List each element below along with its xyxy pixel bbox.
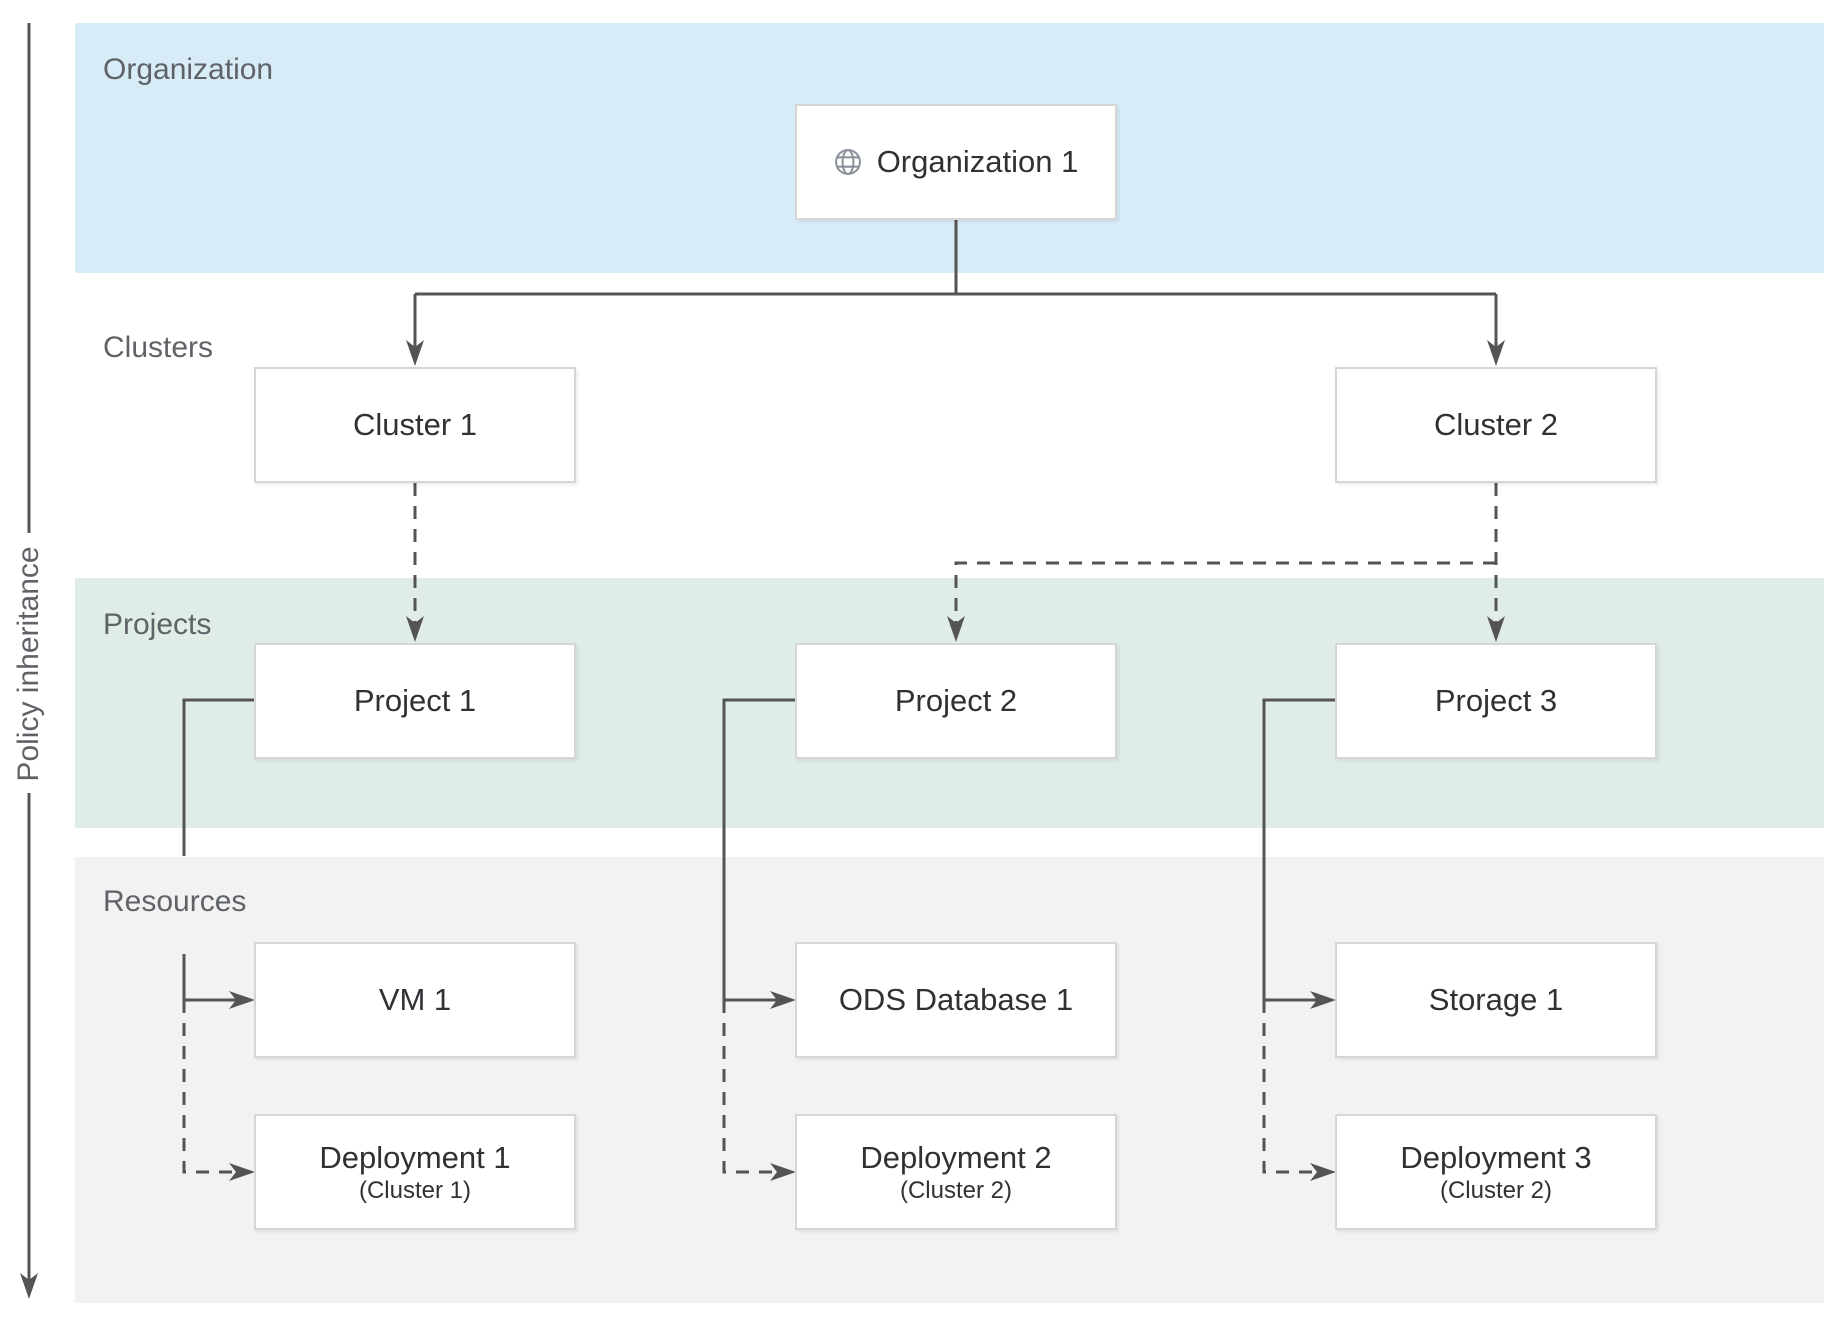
edge-project1-deployment1 (182, 1000, 255, 1181)
edge-cluster2-project2 (947, 561, 1496, 642)
node-project-2: Project 2 (795, 643, 1117, 759)
edge-project2-ods_database1 (722, 698, 796, 1009)
node-label: Cluster 2 (1433, 407, 1559, 442)
node-project-1: Project 1 (254, 643, 576, 759)
policy-inheritance-label: Policy inheritance (12, 546, 45, 782)
node-project-3: Project 3 (1335, 643, 1657, 759)
node-sublabel: (Cluster 2) (1439, 1177, 1553, 1204)
node-vm-1: VM 1 (254, 942, 576, 1058)
node-label: Deployment 2 (860, 1140, 1052, 1175)
node-label: ODS Database 1 (838, 982, 1074, 1017)
section-label-clusters: Clusters (103, 331, 214, 364)
section-label-resources: Resources (103, 885, 247, 918)
node-cluster-2: Cluster 2 (1335, 367, 1657, 483)
node-storage-1: Storage 1 (1335, 942, 1657, 1058)
node-label: Project 1 (353, 683, 477, 718)
node-label: Deployment 1 (319, 1140, 511, 1175)
edge-project2-deployment2 (722, 1000, 796, 1181)
node-deployment-3: Deployment 3 (Cluster 2) (1335, 1114, 1657, 1230)
section-label-organization: Organization (103, 53, 274, 86)
node-organization-1: Organization 1 (795, 104, 1117, 220)
node-label: Storage 1 (1428, 982, 1564, 1017)
section-label-projects: Projects (103, 608, 212, 641)
edge-project3-deployment3 (1262, 1000, 1336, 1181)
node-label: Project 2 (894, 683, 1018, 718)
node-sublabel: (Cluster 2) (899, 1177, 1013, 1204)
node-sublabel: (Cluster 1) (358, 1177, 472, 1204)
node-ods-database-1: ODS Database 1 (795, 942, 1117, 1058)
node-deployment-1: Deployment 1 (Cluster 1) (254, 1114, 576, 1230)
node-cluster-1: Cluster 1 (254, 367, 576, 483)
node-label: Cluster 1 (352, 407, 478, 442)
node-label: Organization 1 (876, 144, 1079, 179)
edge-project1-trunk (182, 698, 254, 856)
node-label: VM 1 (378, 982, 452, 1017)
node-deployment-2: Deployment 2 (Cluster 2) (795, 1114, 1117, 1230)
node-label: Project 3 (1434, 683, 1558, 718)
edge-project1-vm1 (182, 954, 255, 1009)
edge-project3-storage1 (1262, 698, 1336, 1009)
node-label: Deployment 3 (1400, 1140, 1592, 1175)
globe-icon (834, 149, 861, 175)
